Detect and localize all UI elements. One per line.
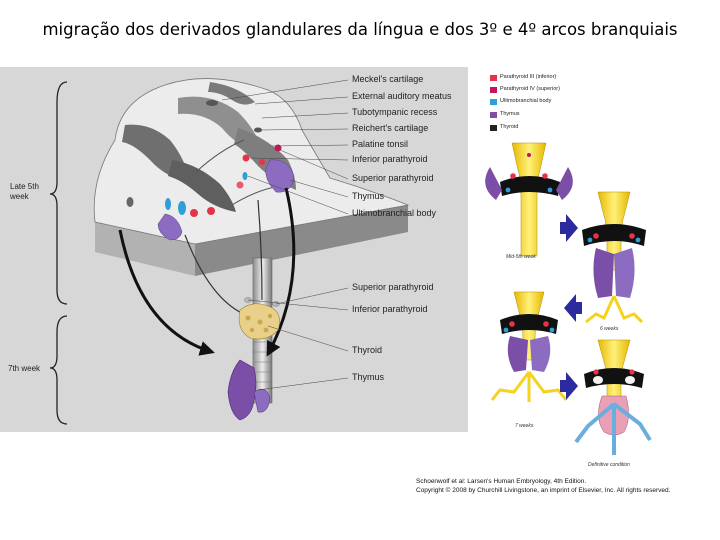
legend-thymus: Thymus [500,111,520,117]
stage-arrow-1 [560,214,578,242]
legend-ultimobranchial-body: Ultimobranchial body [500,98,552,104]
label-meckels-cartilage: Meckel's cartilage [352,74,424,84]
stage-label-7th-week: 7th week [8,364,41,373]
stage-arrow-3 [560,372,578,400]
label-ultimobranchial-body: Ultimobranchial body [352,208,437,218]
meckel-cartilage-mark [206,100,218,106]
ultimobranchial-body [178,201,186,215]
diagram-6-weeks [582,191,646,324]
diagram-definitive-condition [574,339,652,455]
label-superior-parathyroid: Superior parathyroid [352,173,434,183]
credit-line-1: Schoenwolf et al: Larsen's Human Embryol… [416,478,587,485]
label-thymus-lower: Thymus [352,372,385,382]
slide-title: migração dos derivados glandulares da lí… [42,20,678,39]
brace-7th-week [49,315,68,425]
legend-parathyroid-iv: Parathyroid IV (superior) [500,86,560,92]
thymus-gland [227,359,257,421]
caption-mid-5th-week: Mid-5th week [506,254,536,260]
leader-lines [221,79,349,391]
migration-arrow-left [118,229,215,356]
caption-6-weeks: 6 weeks [600,326,619,332]
pharyngeal-block [93,78,410,276]
label-inferior-parathyroid-lower: Inferior parathyroid [352,304,428,314]
right-stage-diagrams [485,142,652,455]
legend-swatches [490,75,497,131]
migration-arrow-right [266,187,296,357]
label-reicherts-cartilage: Reichert's cartilage [352,123,429,133]
credit-line-2: Copyright © 2008 by Churchill Livingston… [416,487,671,494]
thymus-primordium [157,213,183,241]
label-thyroid: Thyroid [352,345,383,355]
diagram-7-weeks-a [490,291,568,402]
legend-parathyroid-iii: Parathyroid III (inferior) [500,74,557,80]
reichert-cartilage-mark [254,127,262,133]
label-palatine-tonsil: Palatine tonsil [352,139,409,149]
label-superior-parathyroid-lower: Superior parathyroid [352,282,434,292]
label-thymus: Thymus [352,191,385,201]
superior-parathyroid-dot [274,144,282,152]
migration-path-thymus [184,234,247,316]
legend-thyroid: Thyroid [500,124,519,130]
brace-late-5th-week [49,81,68,305]
stage-label-late-5th-week: Late 5th week [10,182,39,201]
diagram-mid-5th-week [485,142,573,257]
inferior-parathyroid-dot [242,154,250,162]
stage-arrow-2 [564,294,582,322]
caption-definitive-condition: Definitive condition [588,462,630,468]
caption-7-weeks: 7 weeks [515,423,534,429]
label-inferior-parathyroid: Inferior parathyroid [352,154,428,164]
label-tubotympanic-recess: Tubotympanic recess [352,107,438,117]
label-external-auditory-meatus: External auditory meatus [352,91,452,101]
